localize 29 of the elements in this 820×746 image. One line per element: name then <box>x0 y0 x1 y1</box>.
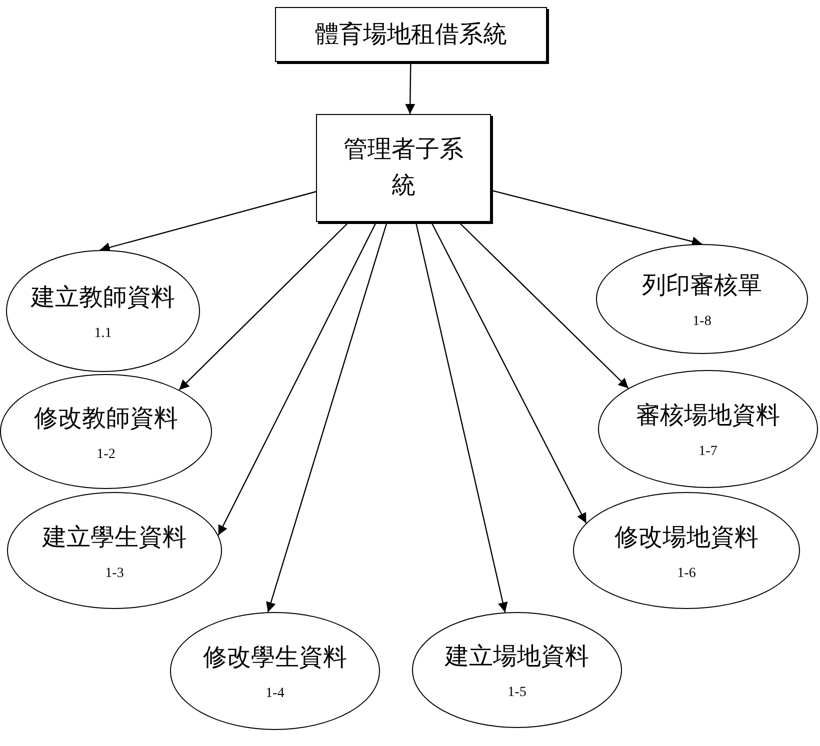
arrow <box>178 222 350 390</box>
arrow <box>430 222 587 524</box>
process-number: 1-6 <box>677 566 696 582</box>
arrow <box>218 222 377 536</box>
process-number: 1-7 <box>698 444 718 460</box>
process-box <box>316 114 491 222</box>
process-label: 建立教師資料 <box>31 284 175 313</box>
arrow <box>490 190 702 246</box>
process-label: 建立場地資料 <box>445 642 589 672</box>
process-label: 管理者子系統 <box>342 136 464 201</box>
arrow <box>415 222 508 612</box>
process-number: 1-5 <box>508 685 526 701</box>
process-number: 1.1 <box>94 326 112 342</box>
process-label: 修改教師資料 <box>34 404 178 434</box>
process-number: 1-3 <box>105 566 124 582</box>
arrow <box>266 222 388 612</box>
arrow <box>100 191 316 252</box>
process-label: 審核場地資料 <box>636 402 780 431</box>
arrow <box>458 222 629 389</box>
arrow <box>405 62 416 114</box>
process-number: 1-4 <box>266 686 284 702</box>
process-label: 體育場地租借系統 <box>315 20 507 50</box>
process-box <box>275 7 547 62</box>
process-label: 修改場地資料 <box>614 524 758 552</box>
process-number: 1-2 <box>96 446 116 462</box>
process-label: 修改學生資料 <box>203 644 347 673</box>
process-number: 1-8 <box>692 314 712 330</box>
process-label: 列印審核單 <box>642 272 762 301</box>
process-label: 建立學生資料 <box>42 524 186 552</box>
